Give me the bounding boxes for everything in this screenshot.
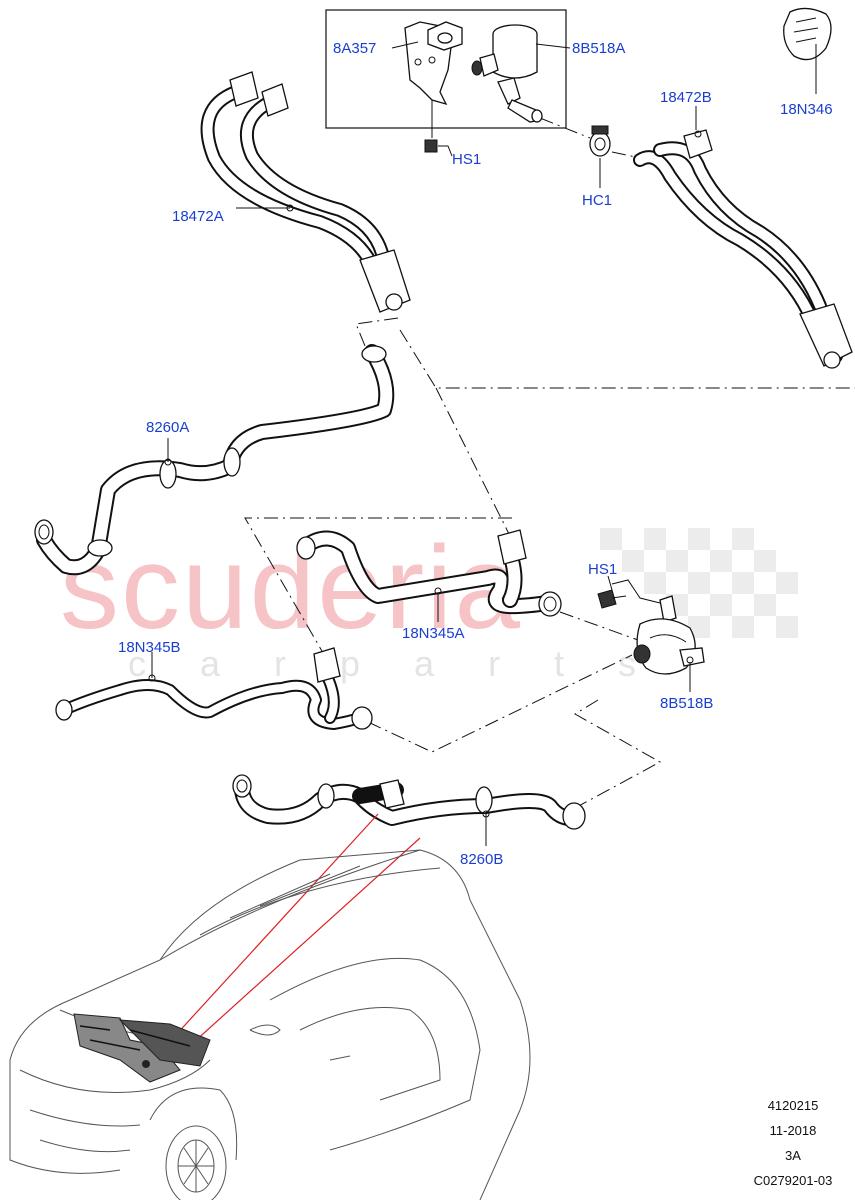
hose-18472A[interactable]	[200, 71, 411, 313]
hose-8260B[interactable]	[232, 774, 586, 830]
reference-block: 4120215 11-2018 3A C0279201-03	[754, 1098, 833, 1188]
pump-8B518A[interactable]	[471, 24, 543, 123]
bracket-8A357[interactable]	[404, 21, 463, 138]
screw-HS1-mid[interactable]	[597, 579, 665, 609]
hose-8260A[interactable]	[34, 344, 395, 576]
callout-18472B[interactable]: 18472B	[660, 89, 712, 106]
callout-18N345A[interactable]: 18N345A	[402, 625, 465, 642]
reference-code: 4120215	[768, 1098, 819, 1113]
assembly-lines	[244, 117, 855, 809]
callout-18N346[interactable]: 18N346	[780, 101, 833, 118]
reference-illustration-id: C0279201-03	[754, 1173, 833, 1188]
hose-18472B[interactable]	[633, 129, 853, 369]
callout-8B518A[interactable]: 8B518A	[572, 40, 625, 57]
reference-revision: 3A	[785, 1148, 801, 1163]
callout-HS1-top[interactable]: HS1	[452, 151, 481, 168]
engine-bay-detail	[73, 1013, 211, 1083]
callout-HS1-mid[interactable]: HS1	[588, 561, 617, 578]
screw-HS1-top[interactable]	[424, 139, 453, 157]
leader-lines	[151, 41, 817, 846]
callout-8B518B[interactable]: 8B518B	[660, 695, 713, 712]
callout-18472A[interactable]: 18472A	[172, 208, 224, 225]
watermark-tagline: c a r p a r t s	[128, 643, 658, 684]
pump-inset-box	[325, 9, 567, 138]
vehicle-illustration	[9, 849, 531, 1200]
callout-8A357[interactable]: 8A357	[333, 40, 376, 57]
callout-HC1[interactable]: HC1	[582, 192, 612, 209]
watermark-checker-flag	[600, 528, 798, 638]
callout-labels: 8A357 8B518A 18N346 18472B HS1 HC1 18472…	[118, 40, 833, 868]
hose-18N345B[interactable]	[55, 647, 373, 730]
cap-18N346[interactable]	[783, 7, 832, 61]
callout-8260B[interactable]: 8260B	[460, 851, 503, 868]
callout-8260A[interactable]: 8260A	[146, 419, 189, 436]
hose-18N345A[interactable]	[296, 529, 562, 617]
callout-18N345B[interactable]: 18N345B	[118, 639, 181, 656]
reference-date: 11-2018	[770, 1123, 817, 1138]
clip-HC1[interactable]	[589, 125, 611, 157]
pump-8B518B[interactable]	[633, 595, 705, 675]
